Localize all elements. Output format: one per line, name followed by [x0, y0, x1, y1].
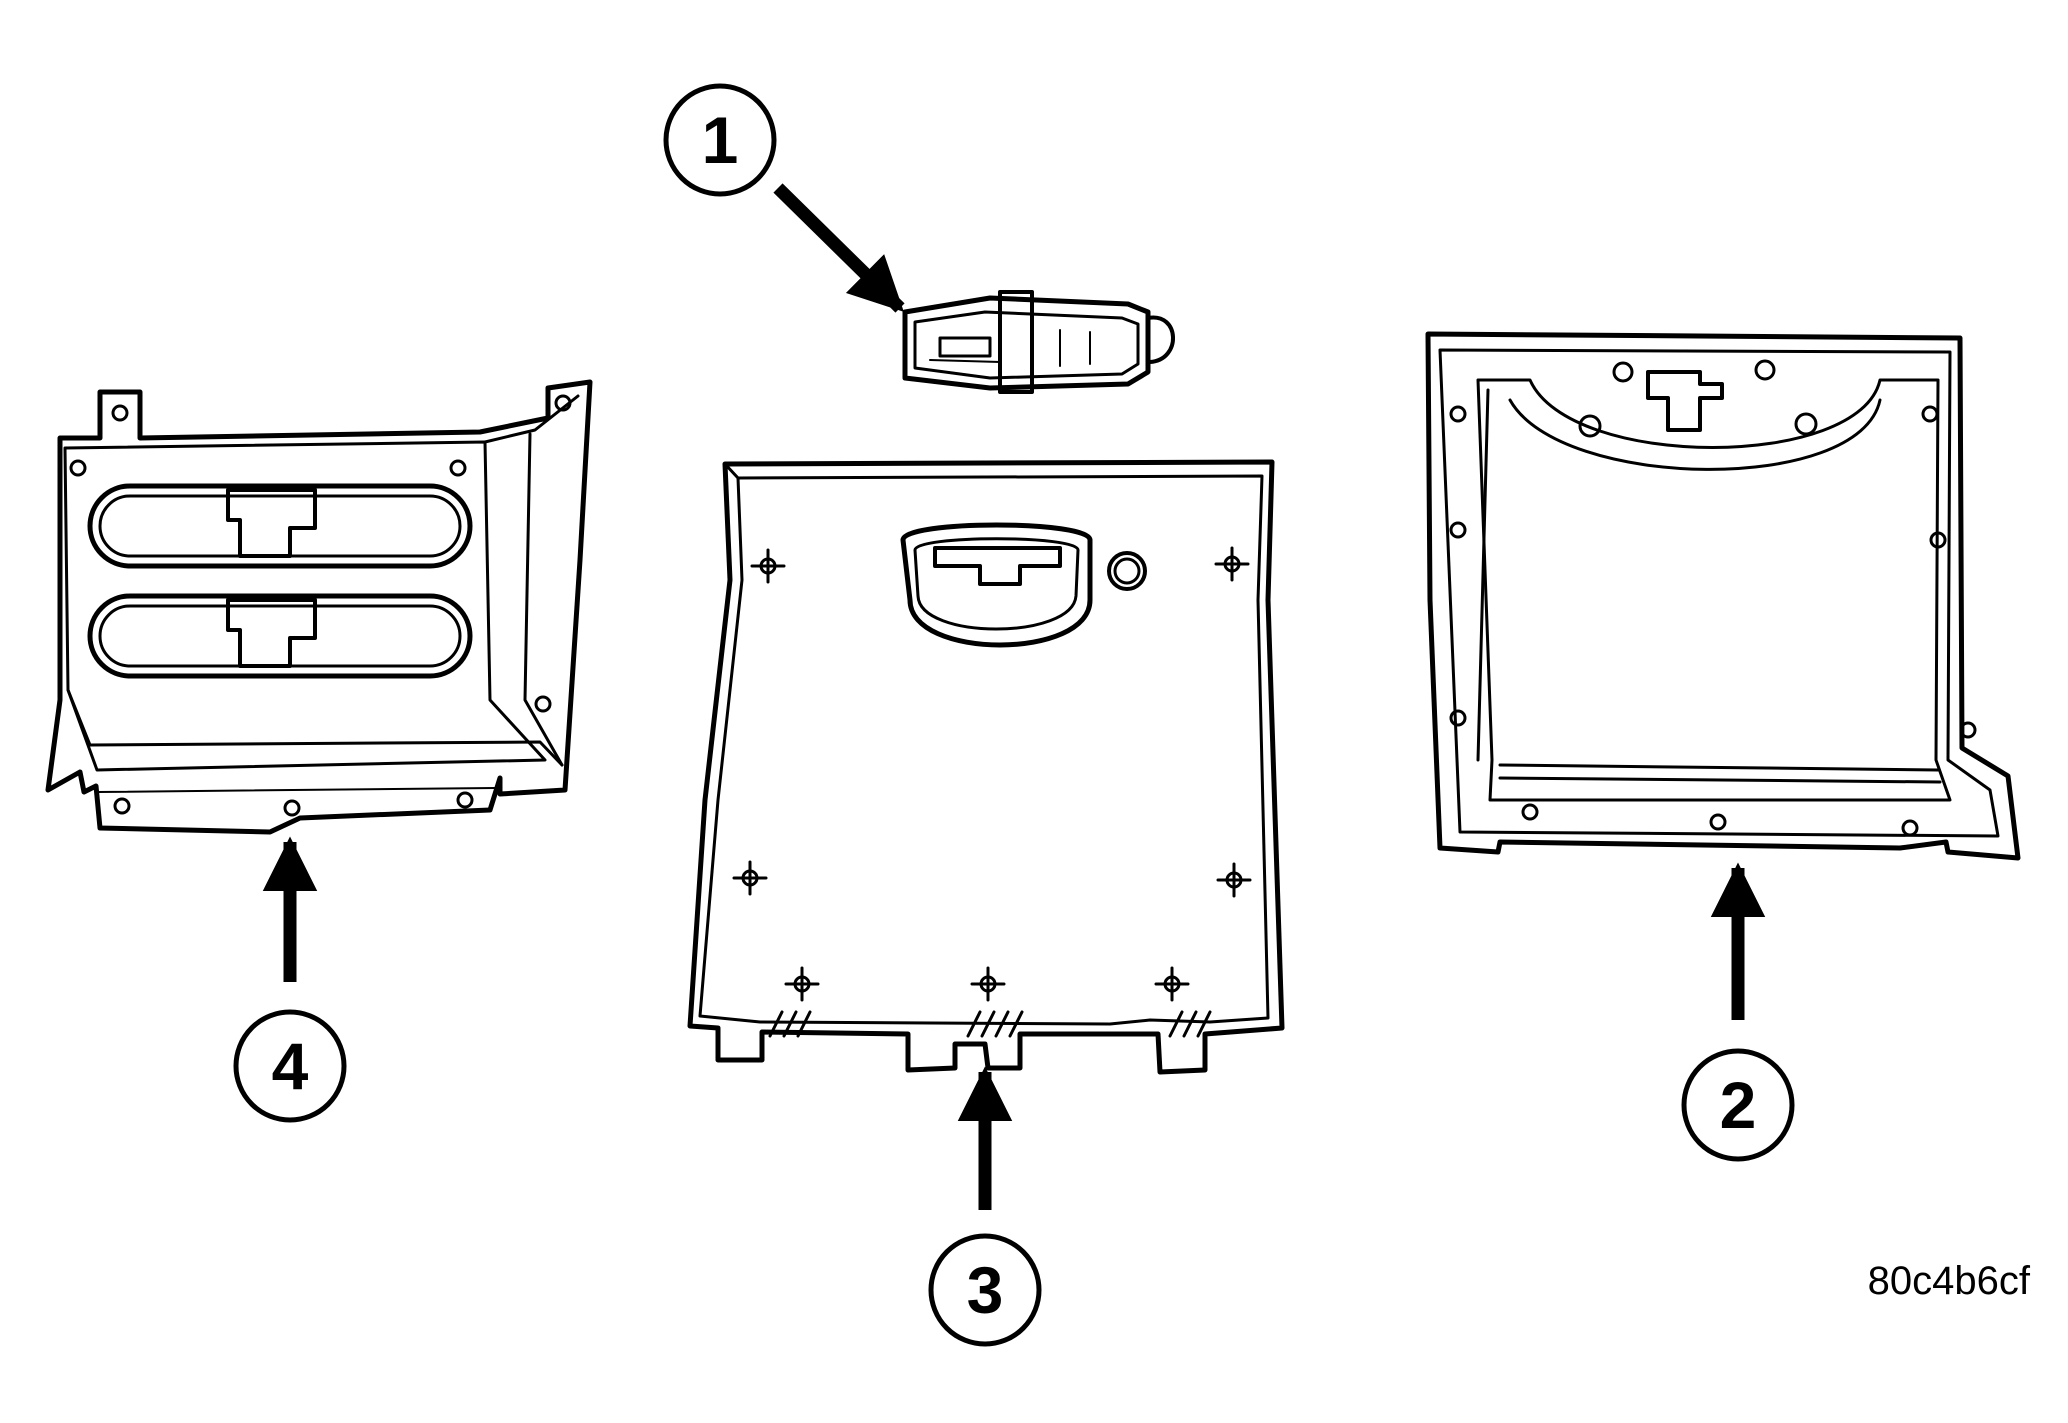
callout-1: 1 — [663, 83, 777, 197]
part-3-center-panel — [687, 459, 1285, 1075]
part-4-left-panel — [45, 379, 593, 835]
callout-1-arrow — [773, 183, 905, 313]
part-2-right-bezel — [1425, 331, 2021, 861]
figure-id-code: 80c4b6cf — [1868, 1259, 2031, 1303]
clip-mount — [1214, 546, 1250, 582]
callout-2-number: 2 — [1720, 1068, 1757, 1142]
clip-mount — [732, 860, 768, 896]
clip-mount — [1216, 862, 1252, 898]
callout-4: 4 — [233, 1009, 347, 1123]
part-1-connector — [902, 290, 1175, 394]
callout-3: 3 — [928, 1233, 1042, 1347]
clip-mount — [750, 548, 786, 584]
callout-2: 2 — [1681, 1048, 1795, 1162]
clip-mount — [970, 966, 1006, 1002]
callout-4-number: 4 — [272, 1029, 309, 1103]
clip-mount — [1154, 966, 1190, 1002]
callout-1-number: 1 — [702, 103, 739, 177]
callout-3-number: 3 — [967, 1253, 1004, 1327]
clip-mount — [784, 966, 820, 1002]
